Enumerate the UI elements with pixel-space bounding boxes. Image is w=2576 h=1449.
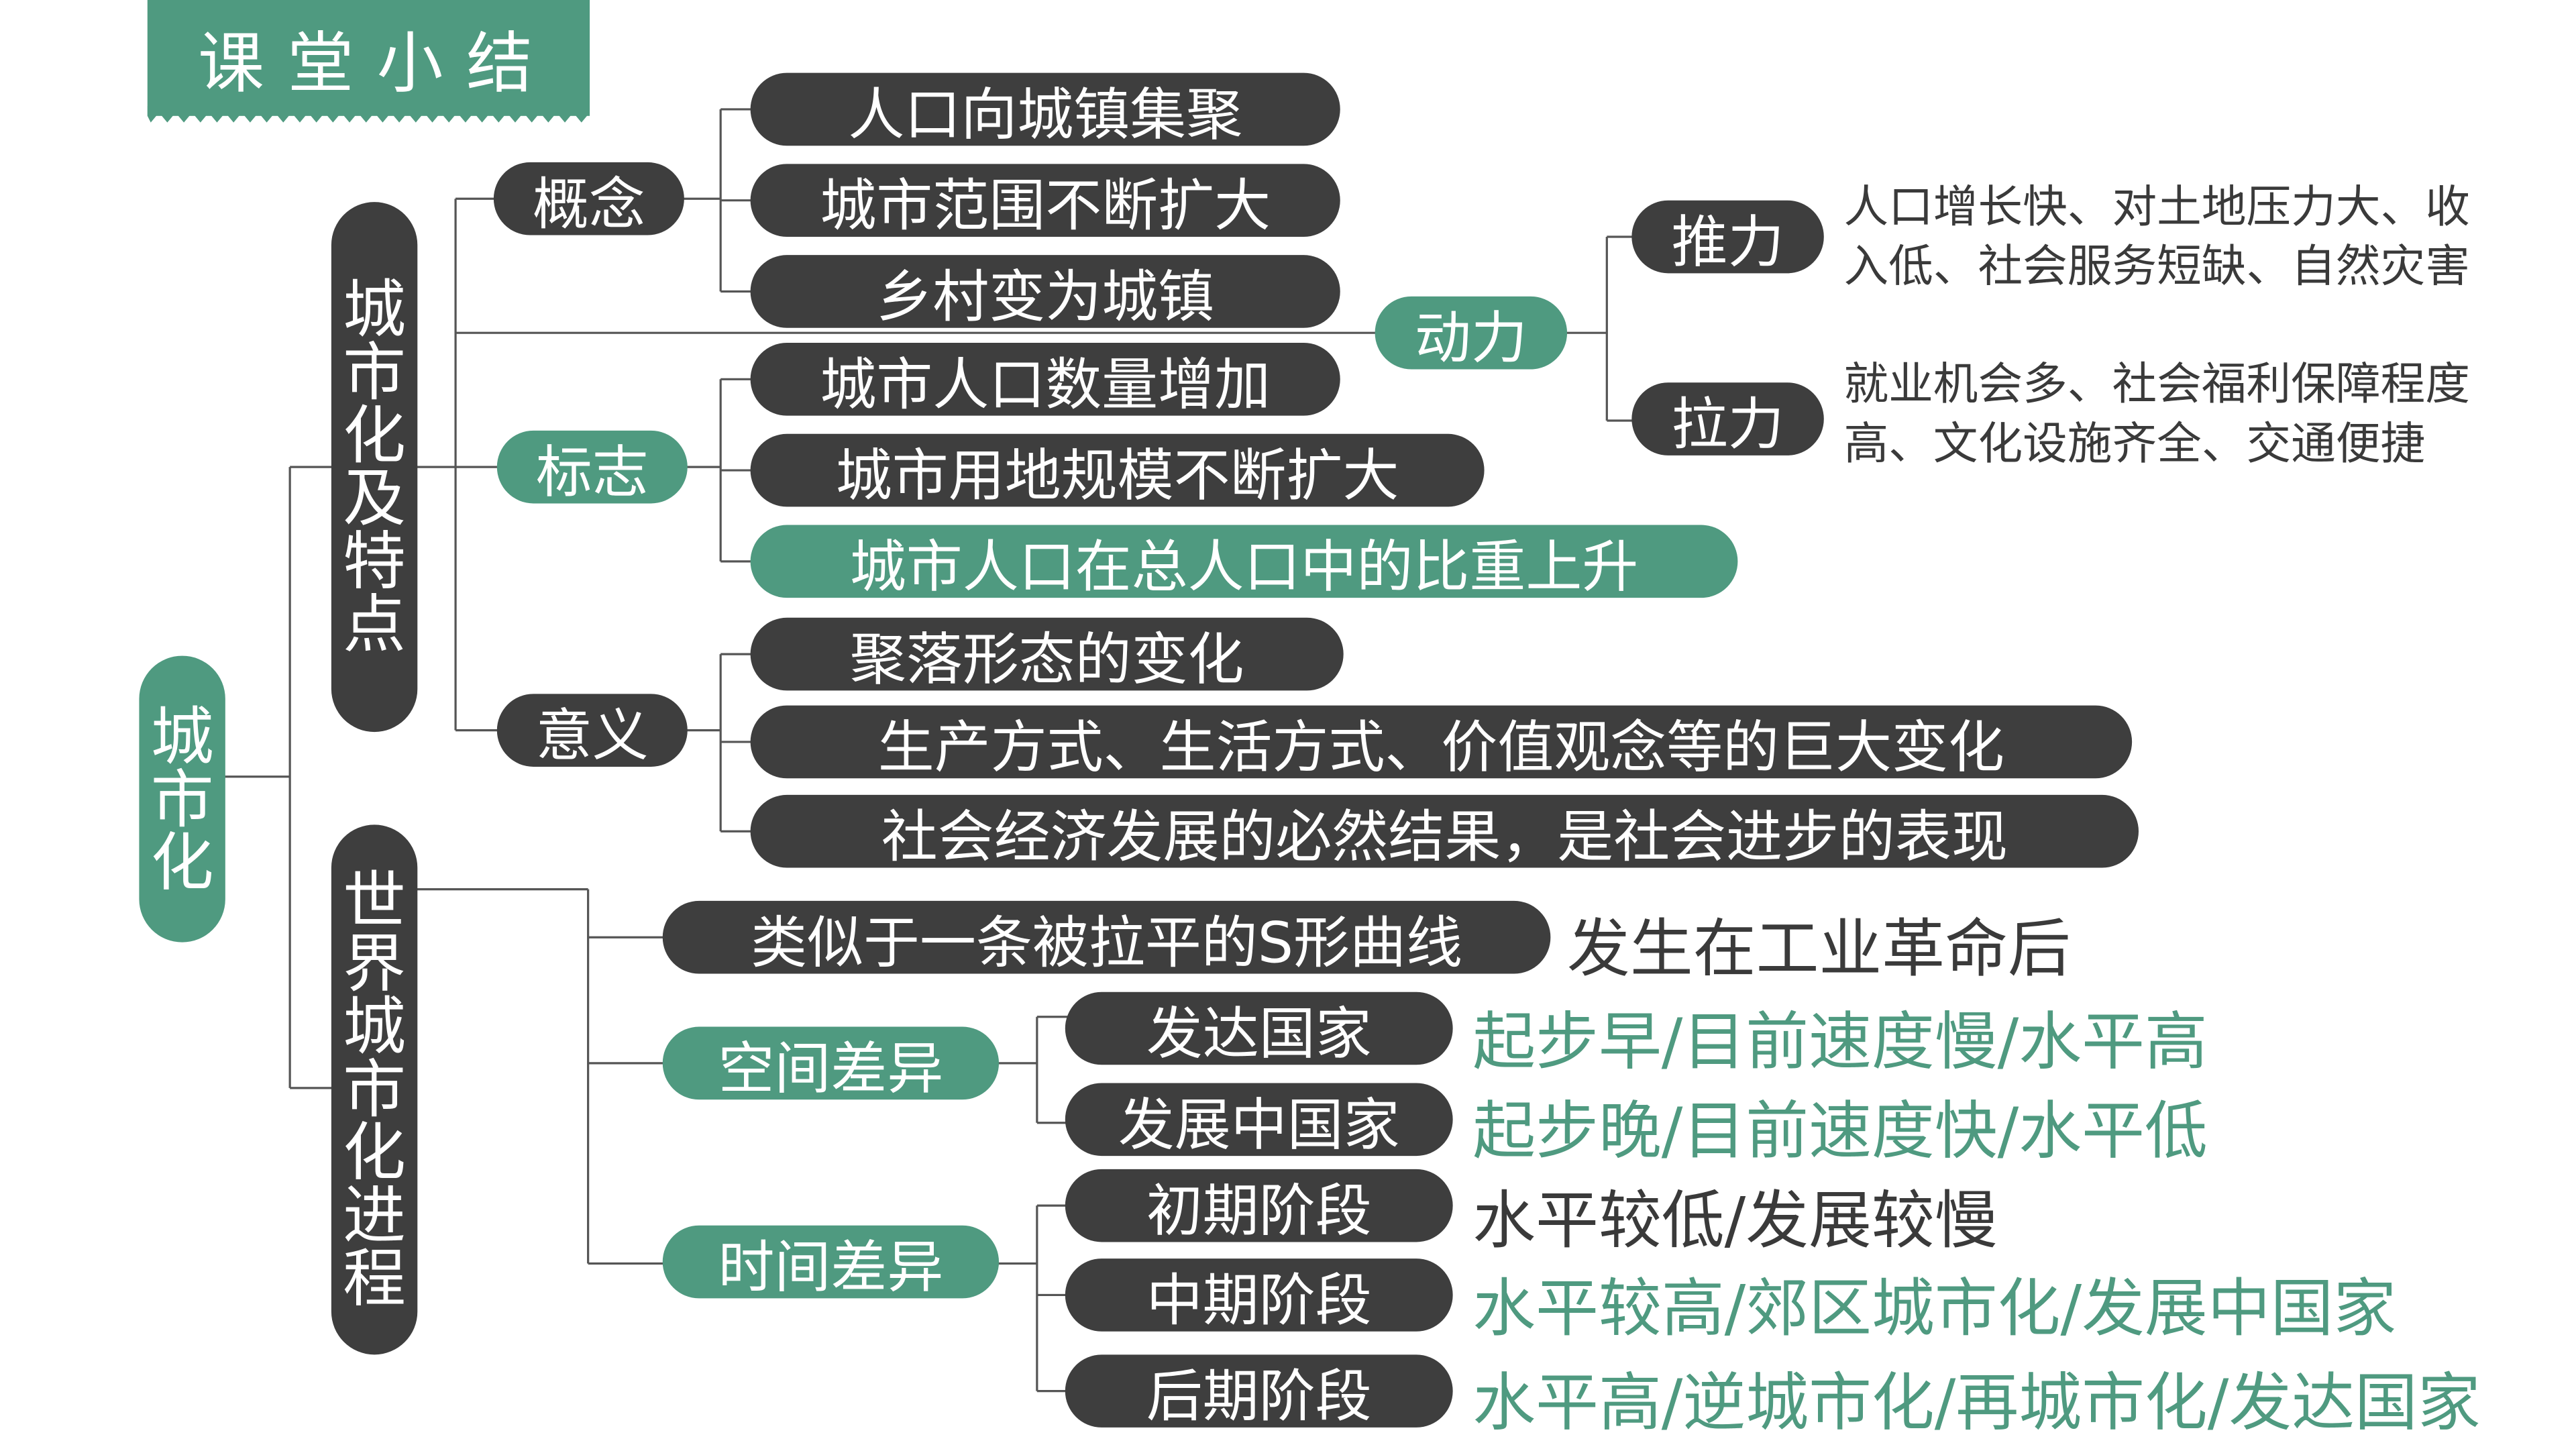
node-concept: 概念 <box>493 162 684 237</box>
node-developed-countries: 发达国家 <box>1065 991 1453 1067</box>
middle-stage-desc: 水平较高/郊区城市化/发展中国家 <box>1472 1271 2397 1345</box>
s-curve-note: 发生在工业革命后 <box>1567 912 2071 985</box>
developing-countries-desc: 起步晚/目前速度快/水平低 <box>1472 1094 2208 1168</box>
root-node: 城市化 <box>139 655 225 943</box>
node-meaning: 意义 <box>496 694 688 769</box>
push-force-desc-line1: 人口增长快、对土地压力大、收 <box>1843 182 2470 234</box>
early-stage-desc: 水平较低/发展较慢 <box>1472 1184 1998 1257</box>
meaning-item-2: 生产方式、生活方式、价值观念等的巨大变化 <box>750 705 2133 781</box>
pull-force-desc-line2: 高、文化设施齐全、交通便捷 <box>1843 419 2426 471</box>
sign-item-1: 城市人口数量增加 <box>750 343 1340 418</box>
node-pull-force: 拉力 <box>1631 382 1824 458</box>
meaning-item-1: 聚落形态的变化 <box>750 617 1344 693</box>
banner-zigzag-edge <box>147 105 590 123</box>
branch-world-urbanization-process: 世界城市化进程 <box>331 824 418 1355</box>
push-force-desc-line2: 入低、社会服务短缺、自然灾害 <box>1843 241 2470 293</box>
node-driving-force: 动力 <box>1375 296 1568 372</box>
node-early-stage: 初期阶段 <box>1065 1169 1453 1244</box>
node-middle-stage: 中期阶段 <box>1065 1258 1453 1334</box>
sign-item-3: 城市人口在总人口中的比重上升 <box>750 525 1738 600</box>
sign-item-2: 城市用地规模不断扩大 <box>750 433 1485 509</box>
page-title: 课堂小结 <box>147 0 590 116</box>
late-stage-desc: 水平高/逆城市化/再城市化/发达国家 <box>1472 1366 2481 1440</box>
meaning-item-3: 社会经济发展的必然结果，是社会进步的表现 <box>750 794 2139 870</box>
node-spatial-difference: 空间差异 <box>662 1026 1000 1102</box>
node-push-force: 推力 <box>1631 200 1824 276</box>
node-sign: 标志 <box>496 430 688 506</box>
developed-countries-desc: 起步早/目前速度慢/水平高 <box>1472 1005 2208 1079</box>
node-late-stage: 后期阶段 <box>1065 1354 1453 1430</box>
concept-item-2: 城市范围不断扩大 <box>750 164 1340 239</box>
node-time-difference: 时间差异 <box>662 1225 1000 1301</box>
branch-urbanization-features: 城市化及特点 <box>331 202 418 733</box>
concept-item-3: 乡村变为城镇 <box>750 255 1340 330</box>
concept-item-1: 人口向城镇集聚 <box>750 72 1340 148</box>
node-developing-countries: 发展中国家 <box>1065 1083 1453 1159</box>
node-s-curve: 类似于一条被拉平的S形曲线 <box>662 900 1551 976</box>
pull-force-desc-line1: 就业机会多、社会福利保障程度 <box>1843 359 2470 411</box>
